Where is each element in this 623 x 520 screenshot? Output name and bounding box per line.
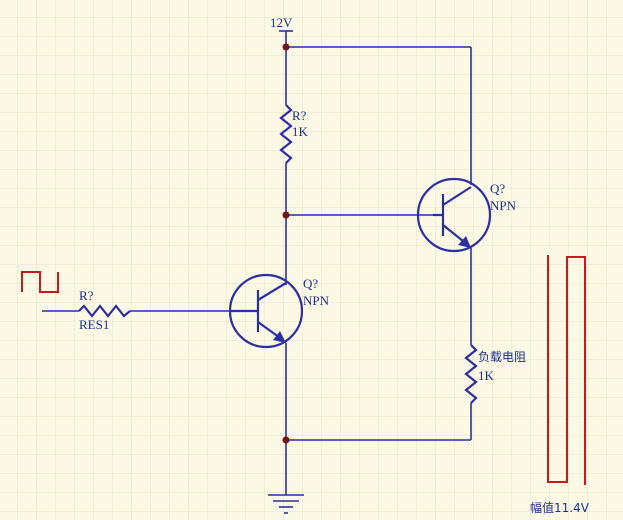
r-input-designator: R? — [79, 288, 94, 303]
resistor-r-top — [279, 104, 293, 164]
q-top-type: NPN — [490, 198, 517, 213]
output-square-wave — [547, 255, 586, 485]
junction-node — [282, 211, 290, 219]
q-bottom-designator: Q? — [303, 276, 318, 291]
input-square-wave — [21, 271, 59, 293]
q-bottom-type: NPN — [303, 293, 330, 308]
r-input-value: RES1 — [79, 317, 109, 332]
transistor-q-bottom — [228, 273, 304, 349]
junction-bottom — [282, 436, 290, 444]
r-top-designator: R? — [292, 108, 307, 123]
r-load-value: 1K — [478, 368, 495, 383]
junction-supply — [282, 43, 290, 51]
supply-label: 12V — [270, 15, 293, 30]
transistor-q-top — [416, 177, 492, 253]
q-top-designator: Q? — [490, 181, 505, 196]
resistor-r-input — [78, 304, 131, 318]
r-load-name: 负载电阻 — [478, 350, 526, 364]
output-amplitude-label: 幅值11.4V — [530, 500, 590, 515]
ground-symbol — [268, 494, 304, 514]
r-top-value: 1K — [292, 124, 309, 139]
resistor-r-load — [464, 344, 478, 404]
